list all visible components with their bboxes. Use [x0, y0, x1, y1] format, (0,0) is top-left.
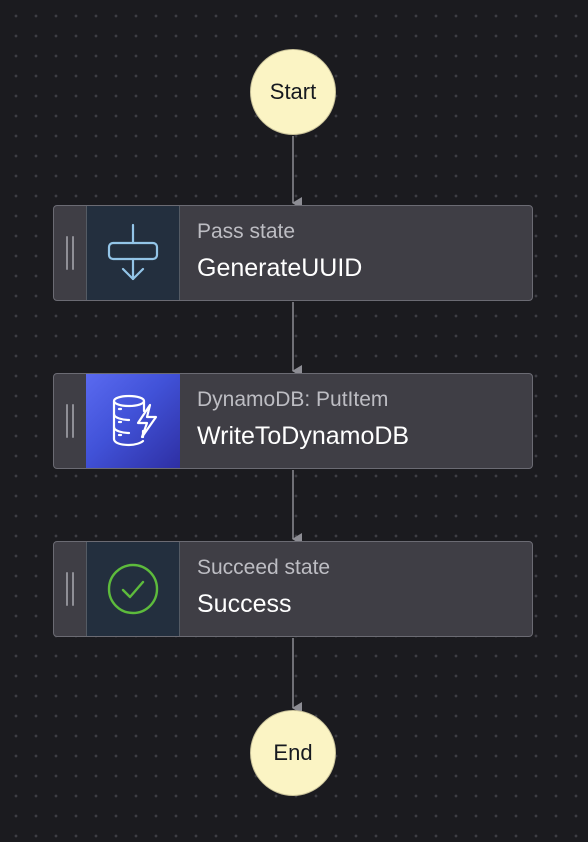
- state-card-writetodynamodb[interactable]: DynamoDB: PutItem WriteToDynamoDB: [53, 373, 533, 469]
- state-card-success[interactable]: Succeed state Success: [53, 541, 533, 637]
- state-type-label: Succeed state: [197, 556, 331, 579]
- state-icon-tile: [86, 542, 180, 636]
- state-name: WriteToDynamoDB: [197, 422, 410, 450]
- drag-handle[interactable]: [54, 542, 86, 636]
- pass-state-icon: [107, 223, 159, 281]
- end-node[interactable]: End: [250, 710, 336, 796]
- start-node[interactable]: Start: [250, 49, 336, 135]
- start-node-label: Start: [269, 79, 317, 104]
- state-card-generateuuid[interactable]: Pass state GenerateUUID: [53, 205, 533, 301]
- state-icon-tile: [86, 206, 180, 300]
- state-type-label: DynamoDB: PutItem: [197, 388, 389, 411]
- drag-handle[interactable]: [54, 206, 86, 300]
- drag-handle[interactable]: [54, 374, 86, 468]
- state-icon-tile: [86, 374, 180, 468]
- end-node-label: End: [273, 740, 313, 765]
- state-name: GenerateUUID: [197, 254, 363, 282]
- checkmark-circle-icon: [107, 563, 159, 615]
- state-type-label: Pass state: [197, 220, 296, 243]
- state-name: Success: [197, 590, 292, 618]
- dynamodb-icon: [112, 394, 158, 447]
